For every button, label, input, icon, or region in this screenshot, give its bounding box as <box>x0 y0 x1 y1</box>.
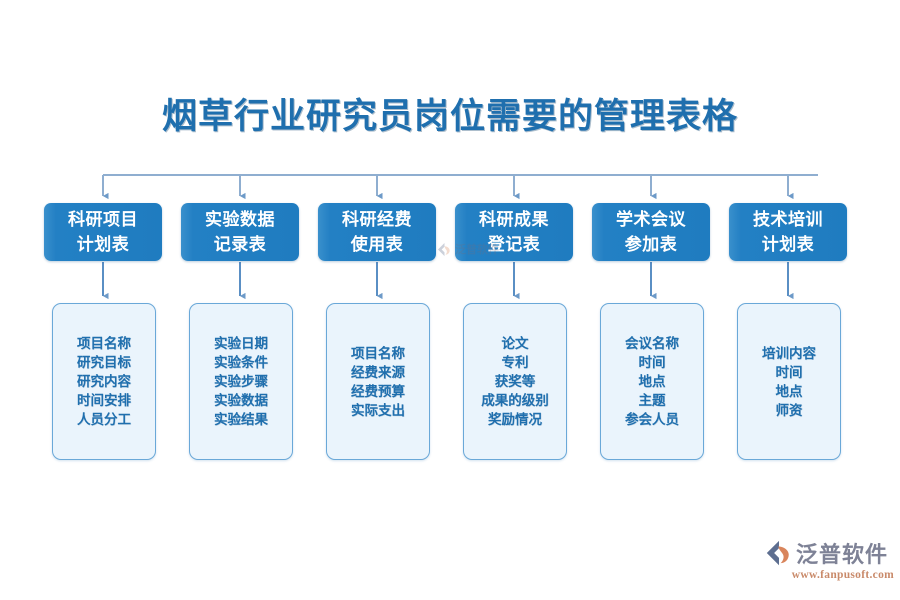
list-item: 成果的级别 <box>481 393 549 408</box>
content-box-2[interactable]: 实验日期 实验条件 实验步骤 实验数据 实验结果 <box>189 303 293 460</box>
list-item: 获奖等 <box>494 374 536 389</box>
fanpu-logo-icon <box>437 242 450 256</box>
list-item: 实验日期 <box>214 336 268 351</box>
list-item: 主题 <box>638 393 666 408</box>
list-item: 研究目标 <box>77 355 131 370</box>
header-line: 科研经费 <box>342 210 412 229</box>
header-line: 科研成果 <box>479 210 549 229</box>
header-line: 登记表 <box>487 235 541 254</box>
list-item: 专利 <box>501 355 529 370</box>
list-item: 培训内容 <box>762 345 816 361</box>
corner-logo-url: www.fanpusoft.com <box>791 569 894 581</box>
header-box-2[interactable]: 实验数据 记录表 <box>181 203 299 261</box>
list-item: 实验条件 <box>214 355 268 370</box>
content-list: 项目名称 经费来源 经费预算 实际支出 <box>351 344 405 420</box>
logo-row: 泛普软件 <box>766 538 894 568</box>
header-line: 科研项目 <box>68 210 138 229</box>
content-list: 项目名称 研究目标 研究内容 时间安排 人员分工 <box>77 334 131 429</box>
list-item: 项目名称 <box>351 345 405 361</box>
list-item: 参会人员 <box>625 412 679 427</box>
content-box-5[interactable]: 会议名称 时间 地点 主题 参会人员 <box>600 303 704 460</box>
list-item: 奖励情况 <box>488 412 542 427</box>
list-item: 实验结果 <box>214 412 268 427</box>
content-box-1[interactable]: 项目名称 研究目标 研究内容 时间安排 人员分工 <box>52 303 156 460</box>
list-item: 实验步骤 <box>214 374 268 389</box>
fanpu-logo-icon <box>766 540 789 566</box>
list-item: 研究内容 <box>77 374 131 389</box>
header-line: 计划表 <box>761 235 815 254</box>
corner-logo-name: 泛普软件 <box>796 542 889 567</box>
list-item: 师资 <box>775 402 803 418</box>
content-list: 论文 专利 获奖等 成果的级别 奖励情况 <box>481 334 549 429</box>
header-line: 参加表 <box>624 235 678 254</box>
list-item: 时间 <box>638 355 666 370</box>
list-item: 项目名称 <box>77 336 131 351</box>
header-box-5[interactable]: 学术会议 参加表 <box>592 203 710 261</box>
header-box-1[interactable]: 科研项目 计划表 <box>44 203 162 261</box>
header-line: 学术会议 <box>616 210 686 229</box>
header-line: 实验数据 <box>205 210 275 229</box>
header-line: 记录表 <box>213 235 267 254</box>
list-item: 实际支出 <box>351 402 405 418</box>
header-line: 计划表 <box>76 235 130 254</box>
header-box-3[interactable]: 科研经费 使用表 <box>318 203 436 261</box>
list-item: 实验数据 <box>214 393 268 408</box>
list-item: 时间安排 <box>77 393 131 408</box>
content-list: 培训内容 时间 地点 师资 <box>762 344 816 420</box>
list-item: 地点 <box>775 383 803 399</box>
content-list: 会议名称 时间 地点 主题 参会人员 <box>625 334 679 429</box>
list-item: 地点 <box>638 374 666 389</box>
content-box-4[interactable]: 论文 专利 获奖等 成果的级别 奖励情况 <box>463 303 567 460</box>
list-item: 人员分工 <box>77 412 131 427</box>
page-title: 烟草行业研究员岗位需要的管理表格 <box>161 97 738 136</box>
list-item: 经费来源 <box>351 364 405 380</box>
content-list: 实验日期 实验条件 实验步骤 实验数据 实验结果 <box>214 334 268 429</box>
header-box-4[interactable]: 科研成果 登记表 <box>455 203 573 261</box>
list-item: 会议名称 <box>625 336 679 351</box>
header-line: 使用表 <box>350 235 404 254</box>
header-line: 技术培训 <box>753 210 823 229</box>
list-item: 时间 <box>775 364 803 380</box>
list-item: 论文 <box>501 336 529 351</box>
content-box-6[interactable]: 培训内容 时间 地点 师资 <box>737 303 841 460</box>
header-box-6[interactable]: 技术培训 计划表 <box>729 203 847 261</box>
content-box-3[interactable]: 项目名称 经费来源 经费预算 实际支出 <box>326 303 430 460</box>
list-item: 经费预算 <box>351 383 405 399</box>
corner-logo: 泛普软件 www.fanpusoft.com <box>766 538 894 588</box>
